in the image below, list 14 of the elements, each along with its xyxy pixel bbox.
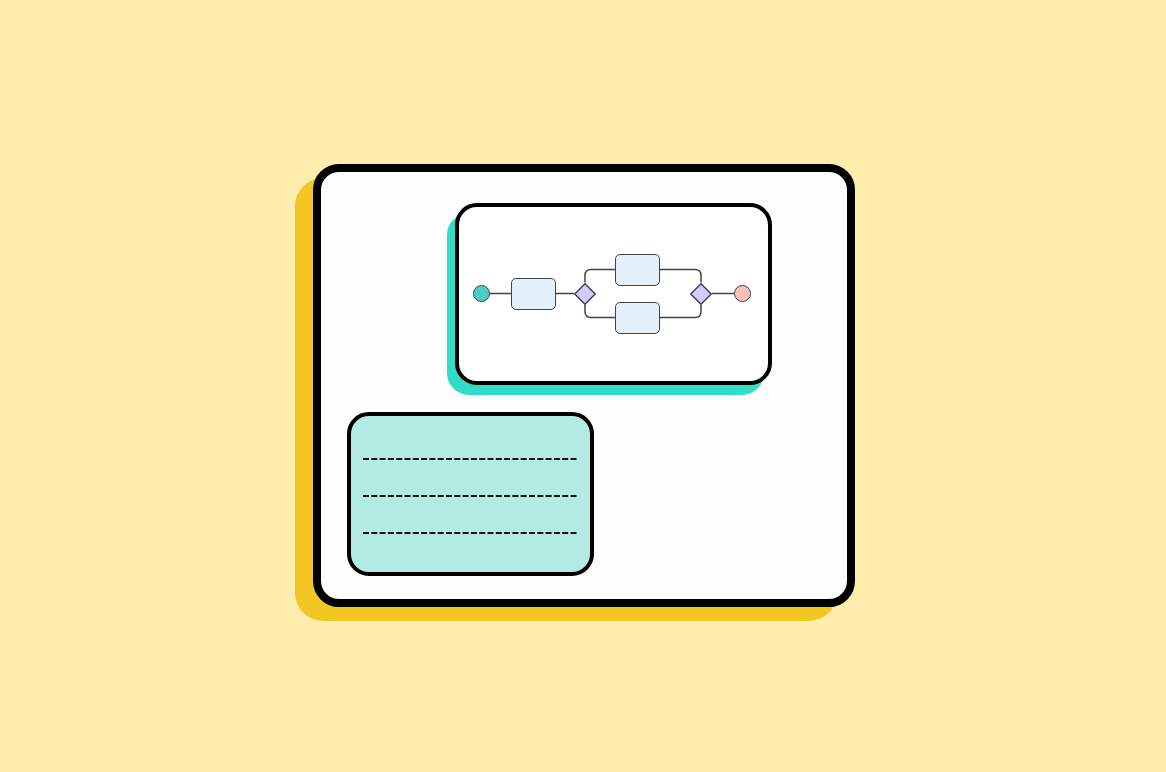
card <box>313 164 855 607</box>
connector-line <box>584 268 616 284</box>
diagram-card <box>455 203 772 385</box>
connector-line <box>584 303 616 319</box>
connector-line <box>659 303 702 319</box>
connector-line <box>488 292 512 295</box>
gateway-diamond <box>690 282 712 305</box>
task-box <box>511 277 556 310</box>
connector-line <box>711 292 735 295</box>
connector-line <box>659 268 702 284</box>
task-box <box>615 253 660 286</box>
note-card <box>347 412 594 576</box>
task-box <box>615 301 660 334</box>
gateway-diamond <box>574 282 596 305</box>
